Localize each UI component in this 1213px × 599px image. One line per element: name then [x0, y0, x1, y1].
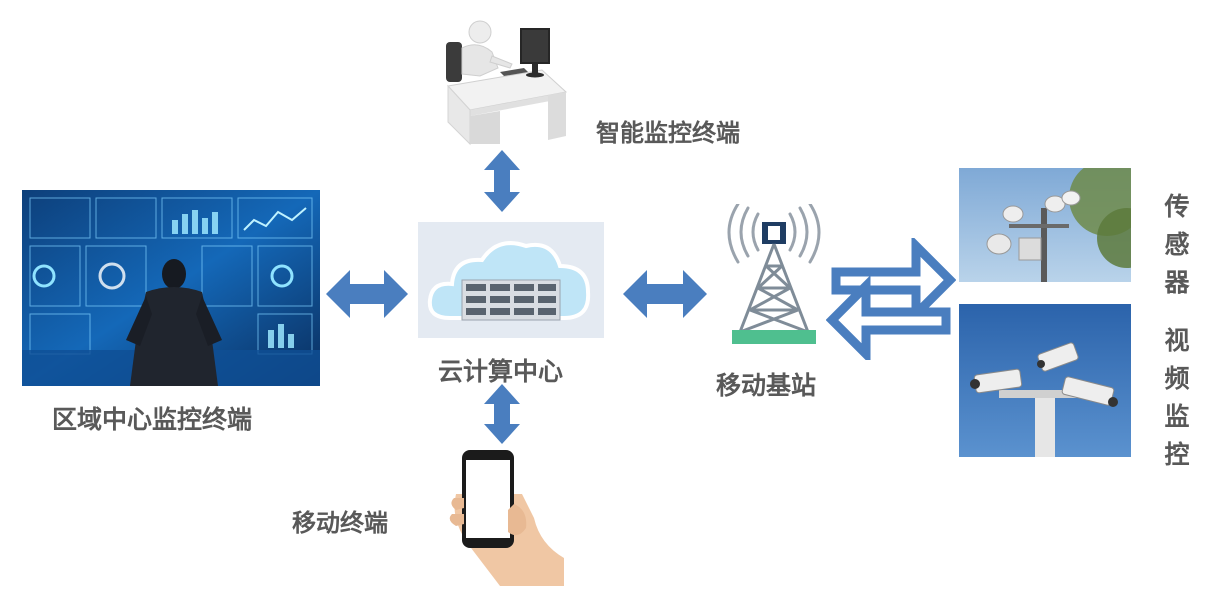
cloud-center-illustration — [418, 222, 604, 338]
base-station-tower — [718, 204, 830, 346]
base-station-label: 移动基站 — [716, 371, 817, 400]
sensor-label-char-2: 感 — [1164, 230, 1190, 259]
sensor-photo — [959, 168, 1131, 282]
mobile-phone-illustration — [448, 448, 564, 586]
arrow-cloud-base-station — [623, 270, 707, 318]
video-surveillance-photo — [959, 304, 1131, 457]
smart-terminal-label: 智能监控终端 — [596, 119, 740, 147]
cloud-center-label: 云计算中心 — [438, 357, 564, 386]
video-label: 视 频 监 控 — [1160, 322, 1194, 474]
sensor-label-char-1: 传 — [1164, 192, 1190, 221]
video-label-char-2: 频 — [1164, 364, 1190, 393]
regional-terminal-screen — [22, 190, 320, 386]
mobile-terminal-label: 移动终端 — [292, 509, 388, 537]
video-label-char-3: 监 — [1164, 402, 1190, 431]
video-label-char-1: 视 — [1164, 326, 1190, 355]
regional-terminal-label: 区域中心监控终端 — [52, 405, 253, 434]
arrow-regional-cloud — [326, 270, 408, 318]
video-label-char-4: 控 — [1164, 440, 1190, 469]
arrow-base-station-devices — [826, 238, 956, 360]
smart-terminal-illustration — [440, 18, 570, 146]
sensor-label: 传 感 器 — [1160, 188, 1194, 302]
sensor-label-char-3: 器 — [1164, 268, 1190, 297]
arrow-smart-terminal-cloud — [484, 150, 520, 212]
arrow-cloud-mobile — [484, 384, 520, 444]
